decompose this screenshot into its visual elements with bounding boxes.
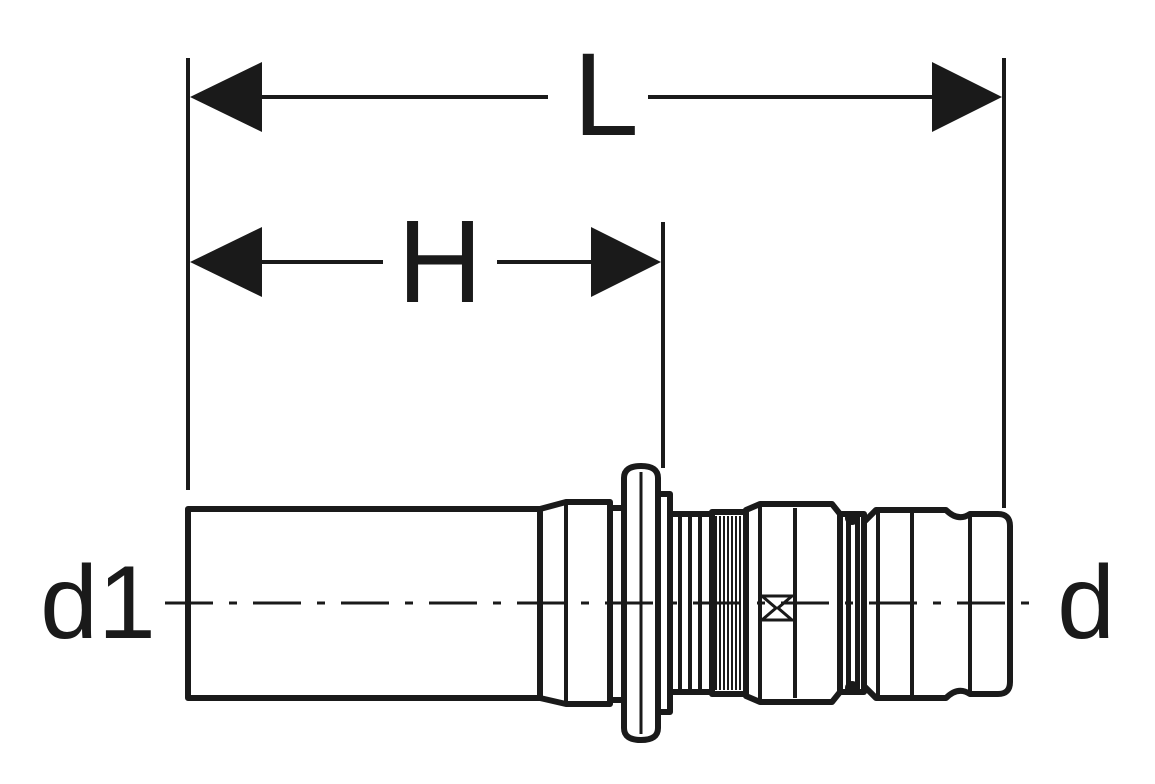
dimension-label-d1: d1 <box>40 545 156 661</box>
arrowhead-h-left <box>190 227 262 297</box>
dimension-label-d: d <box>1057 545 1115 661</box>
extension-lines <box>186 58 1006 508</box>
arrowhead-l-right <box>932 62 1002 132</box>
arrowhead-h-right <box>591 227 661 297</box>
arrowhead-l-left <box>190 62 262 132</box>
dimension-h: H <box>190 196 661 328</box>
sleeve-window <box>757 594 797 622</box>
dimension-label-l: L <box>573 29 639 161</box>
dimension-label-h: H <box>397 196 482 328</box>
dimension-l: L <box>190 29 1002 161</box>
